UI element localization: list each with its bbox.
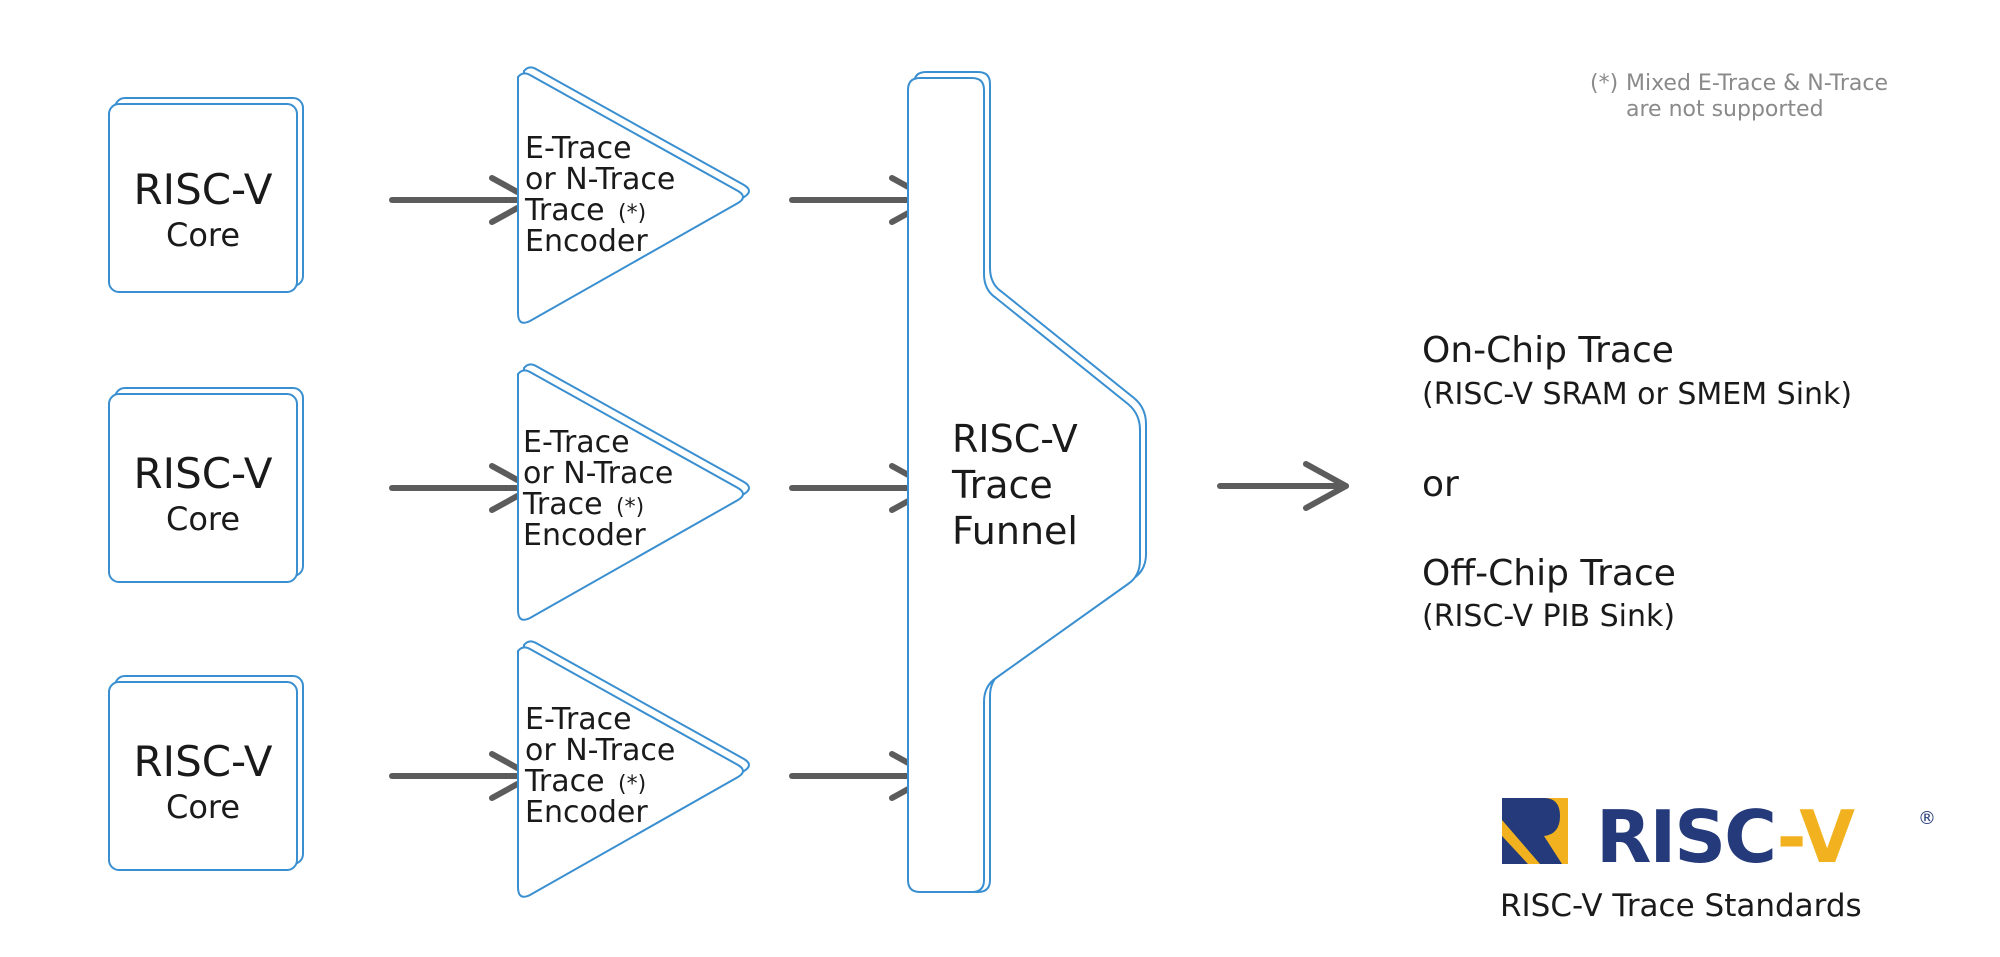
encoder-mark: (*) [618, 201, 646, 226]
encoder-1: E-Trace or N-Trace Trace (*) Encoder [517, 66, 750, 324]
registered-mark: ® [1918, 808, 1936, 829]
funnel-line3: Funnel [952, 509, 1078, 553]
core-box-3: RISC-V Core [108, 675, 304, 871]
core-title: RISC-V [134, 449, 273, 498]
core-box-1: RISC-V Core [108, 97, 304, 293]
encoder-line1: E-Trace [523, 425, 630, 460]
footnote-line2: are not supported [1626, 97, 1824, 122]
core-title: RISC-V [134, 737, 273, 786]
core-title: RISC-V [134, 165, 273, 214]
riscv-logo-text-blue: RISC [1596, 795, 1777, 879]
logo-caption: RISC-V Trace Standards [1500, 888, 1862, 924]
arrow-core-to-encoder-2 [392, 466, 532, 510]
encoder-2: E-Trace or N-Trace Trace (*) Encoder [517, 363, 750, 621]
core-subtitle: Core [166, 788, 240, 826]
encoder-line4: Encoder [523, 518, 646, 553]
footnote-mark: (*) [1590, 71, 1618, 96]
riscv-logo-text-gold: -V [1777, 795, 1856, 879]
onchip-title: On-Chip Trace [1422, 330, 1674, 371]
footnote-line1: Mixed E-Trace & N-Trace [1626, 71, 1888, 96]
encoder-line3: Trace [524, 193, 605, 228]
offchip-subtitle: (RISC-V PIB Sink) [1422, 599, 1675, 634]
trace-funnel: RISC-V Trace Funnel [907, 71, 1147, 893]
arrow-core-to-encoder-1 [392, 178, 532, 222]
encoder-line3: Trace [524, 764, 605, 799]
onchip-subtitle: (RISC-V SRAM or SMEM Sink) [1422, 377, 1852, 412]
arrow-core-to-encoder-3 [392, 754, 532, 798]
encoder-line1: E-Trace [525, 131, 632, 166]
or-label: or [1422, 464, 1459, 505]
arrow-funnel-to-output [1217, 461, 1349, 511]
footnote: (*) Mixed E-Trace & N-Trace are not supp… [1590, 71, 1888, 122]
offchip-title: Off-Chip Trace [1422, 553, 1676, 594]
encoder-line1: E-Trace [525, 702, 632, 737]
core-subtitle: Core [166, 500, 240, 538]
riscv-logo-mark [1502, 798, 1568, 864]
riscv-logo-text: RISC-V [1596, 795, 1855, 879]
encoder-line4: Encoder [525, 224, 648, 259]
encoder-mark: (*) [618, 772, 646, 797]
encoder-mark: (*) [616, 495, 644, 520]
funnel-line2: Trace [951, 463, 1053, 507]
encoder-3: E-Trace or N-Trace Trace (*) Encoder [517, 640, 750, 898]
funnel-line1: RISC-V [952, 417, 1078, 461]
core-subtitle: Core [166, 216, 240, 254]
core-box-2: RISC-V Core [108, 387, 304, 583]
encoder-line2: or N-Trace [525, 733, 675, 768]
encoder-line2: or N-Trace [525, 162, 675, 197]
riscv-logo: RISC-V ® RISC-V Trace Standards [1500, 795, 1936, 924]
encoder-line3: Trace [522, 487, 603, 522]
encoder-line4: Encoder [525, 795, 648, 830]
encoder-line2: or N-Trace [523, 456, 673, 491]
